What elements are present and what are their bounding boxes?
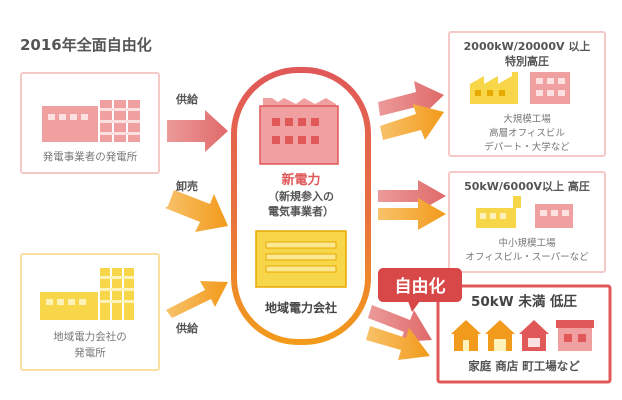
supply-label-top: 供給	[175, 92, 199, 106]
house-icon	[451, 320, 481, 351]
tier1-desc-line1: 大規模工場	[503, 113, 551, 125]
house-icon	[519, 320, 549, 351]
supply-label-bottom: 供給	[175, 321, 199, 335]
building-icon	[259, 98, 339, 165]
new-power-sub-line2: 電気事業者）	[268, 204, 334, 218]
page-title: 2016年全面自由化	[20, 36, 152, 54]
new-power-sub-line1: （新規参入の	[268, 189, 334, 203]
tier2-heading: 50kW/6000V以上 高圧	[464, 179, 590, 193]
building-icon	[530, 72, 570, 104]
tier3-box: 50kW 未満 低圧 家庭 商店 町工場など	[436, 284, 612, 384]
center-pill: 新電力 （新規参入の 電気事業者） 地域電力会社	[231, 67, 371, 345]
supply-arrow-top	[167, 110, 228, 152]
new-power-label: 新電力	[281, 172, 320, 188]
factory-icon	[470, 72, 518, 104]
factory-icon	[40, 268, 134, 320]
liberalization-badge: 自由化	[378, 268, 462, 312]
regional-plant-label-line1: 地域電力会社の	[53, 330, 127, 343]
tier2-desc-line2: オフィスビル・スーパーなど	[465, 252, 589, 263]
factory-icon	[476, 196, 521, 228]
regional-plant-label-line2: 発電所	[74, 346, 106, 359]
regional-plant-box: 地域電力会社の 発電所	[20, 253, 160, 371]
factory-icon	[42, 100, 140, 142]
tier3-desc: 家庭 商店 町工場など	[468, 359, 580, 373]
workshop-icon	[556, 320, 594, 351]
shop-icon	[485, 320, 515, 351]
arrow-tier2	[378, 180, 446, 230]
tier1-desc-line3: デパート・大学など	[484, 141, 570, 153]
power-company-plant-label: 発電事業者の発電所	[43, 150, 138, 163]
wholesale-label: 卸売	[176, 179, 198, 193]
supply-arrow-bottom	[166, 281, 228, 318]
regional-company-label: 地域電力会社	[265, 300, 337, 315]
tier1-desc-line2: 高層オフィスビル	[489, 127, 565, 139]
power-company-plant-box: 発電事業者の発電所	[20, 72, 160, 174]
badge-label: 自由化	[395, 276, 446, 297]
arrow-tier3	[366, 305, 432, 360]
tier1-heading-line2: 特別高圧	[505, 54, 549, 68]
building-icon	[535, 204, 573, 228]
building-icon	[255, 230, 347, 288]
arrow-tier1	[378, 81, 444, 140]
tier2-box: 50kW/6000V以上 高圧 中小規模工場 オフィスビル・スーパーなど	[448, 171, 606, 273]
tier2-desc-line1: 中小規模工場	[498, 237, 556, 249]
tier1-box: 2000kW/20000V 以上 特別高圧 大規模工場 高層オフィスビル デパー…	[448, 31, 606, 157]
tier3-heading: 50kW 未満 低圧	[471, 293, 578, 310]
tier1-heading-line1: 2000kW/20000V 以上	[464, 39, 591, 53]
wholesale-arrow	[165, 190, 228, 232]
